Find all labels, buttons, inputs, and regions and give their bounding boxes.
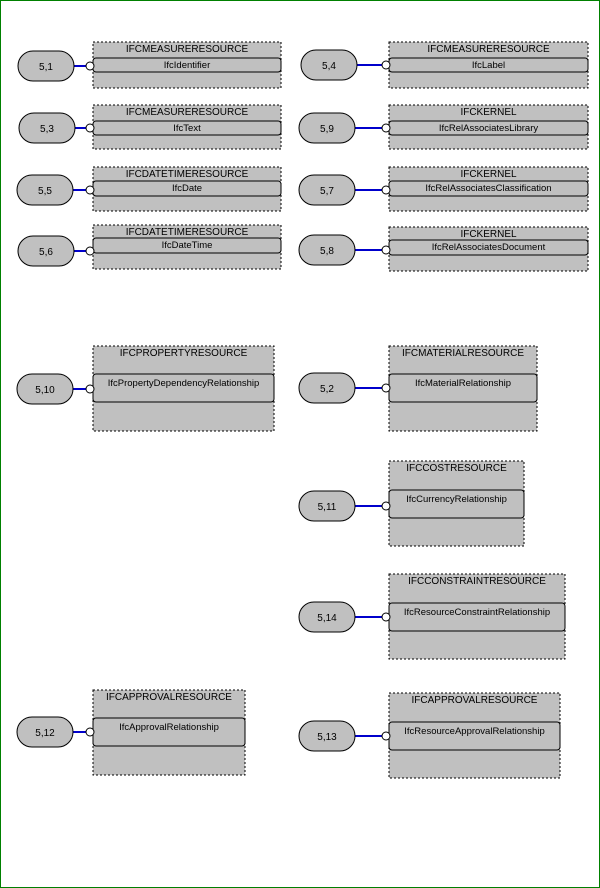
page-ref-pill[interactable] <box>298 112 356 144</box>
page-ref-label: 5,9 <box>320 124 334 135</box>
connector-circle <box>381 123 391 133</box>
page-ref-pill[interactable] <box>17 235 75 267</box>
page-ref-pill[interactable] <box>298 720 356 752</box>
page-ref-label: 5,11 <box>318 502 337 513</box>
page-ref-label: 5,3 <box>40 124 54 135</box>
entity-name: IfcResourceConstraintRelationship <box>404 607 550 618</box>
entity-name: IfcCurrencyRelationship <box>406 494 507 505</box>
schema-title: IFCKERNEL <box>460 169 517 180</box>
page-ref-pill[interactable] <box>18 112 76 144</box>
node-group[interactable]: IFCAPPROVALRESOURCE IfcResourceApprovalRe… <box>298 692 561 779</box>
entity-name: IfcText <box>173 123 201 134</box>
connector-circle <box>381 731 391 741</box>
connector-circle <box>85 384 95 394</box>
node-group[interactable]: IFCMEASURERESOURCE IfcLabel 5,4 <box>300 41 589 89</box>
page-ref-pill[interactable] <box>17 50 75 82</box>
schema-title: IFCDATETIMERESOURCE <box>126 169 249 180</box>
node-group[interactable]: IFCDATETIMERESOURCE IfcDateTime 5,6 <box>17 224 282 270</box>
page-ref-label: 5,4 <box>322 61 336 72</box>
page-ref-label: 5,14 <box>317 613 337 624</box>
nodes-layer: IFCMEASURERESOURCEIfcIdentifier5,1IFCMEA… <box>16 41 589 779</box>
entity-name: IfcApprovalRelationship <box>119 722 219 733</box>
connector-circle <box>381 245 391 255</box>
schema-title: IFCPROPERTYRESOURCE <box>120 348 248 359</box>
page-ref-pill[interactable] <box>16 373 74 405</box>
entity-name: IfcRelAssociatesClassification <box>425 183 551 194</box>
node-group[interactable]: IFCDATETIMERESOURCE IfcDate 5,5 <box>16 166 282 212</box>
connector-circle <box>381 185 391 195</box>
entity-name: IfcResourceApprovalRelationship <box>404 726 544 737</box>
page-ref-label: 5,6 <box>39 247 53 258</box>
page-ref-label: 5,2 <box>320 384 334 395</box>
schema-title: IFCDATETIMERESOURCE <box>126 227 249 238</box>
entity-name: IfcPropertyDependencyRelationship <box>108 378 260 389</box>
page-ref-label: 5,13 <box>317 732 337 743</box>
entity-name: IfcDateTime <box>162 240 213 251</box>
node-group[interactable]: IFCKERNEL IfcRelAssociatesLibrary 5,9 <box>298 104 589 150</box>
node-group[interactable]: IFCAPPROVALRESOURCE IfcApprovalRelationsh… <box>16 689 246 776</box>
entity-band[interactable] <box>92 237 282 254</box>
node-group[interactable]: IFCKERNEL IfcRelAssociatesClassification 5… <box>298 166 589 212</box>
page-ref-pill[interactable] <box>298 372 356 404</box>
page-ref-pill[interactable] <box>298 234 356 266</box>
connector-circle <box>85 123 95 133</box>
schema-title: IFCMEASURERESOURCE <box>427 44 550 55</box>
schema-title: IFCAPPROVALRESOURCE <box>106 692 232 703</box>
page-ref-pill[interactable] <box>298 601 356 633</box>
page-ref-label: 5,7 <box>320 186 334 197</box>
schema-title: IFCKERNEL <box>460 229 517 240</box>
node-group[interactable]: IFCMATERIALRESOURCE IfcMaterialRelationsh… <box>298 345 538 432</box>
page-ref-label: 5,12 <box>35 728 55 739</box>
schema-title: IFCMATERIALRESOURCE <box>402 348 524 359</box>
entity-name: IfcRelAssociatesLibrary <box>439 123 539 134</box>
connector-circle <box>381 383 391 393</box>
page-ref-pill[interactable] <box>16 174 74 206</box>
entity-name: IfcMaterialRelationship <box>415 378 511 389</box>
node-group[interactable]: IFCCONSTRAINTRESOURCE IfcResourceConstrai… <box>298 573 566 660</box>
schema-title: IFCMEASURERESOURCE <box>126 44 249 55</box>
schema-title: IFCCOSTRESOURCE <box>406 463 507 474</box>
page-ref-pill[interactable] <box>298 174 356 206</box>
schema-title: IFCCONSTRAINTRESOURCE <box>408 576 546 587</box>
page-ref-pill[interactable] <box>16 716 74 748</box>
page-ref-label: 5,8 <box>320 246 334 257</box>
page-ref-label: 5,1 <box>39 62 53 73</box>
schema-title: IFCKERNEL <box>460 107 517 118</box>
connector-circle <box>85 61 95 71</box>
connector-circle <box>381 501 391 511</box>
connector-circle <box>85 185 95 195</box>
page-ref-pill[interactable] <box>298 490 356 522</box>
node-group[interactable]: IFCKERNEL IfcRelAssociatesDocument 5,8 <box>298 226 589 272</box>
connector-circle <box>85 246 95 256</box>
node-group[interactable]: IFCMEASURERESOURCE IfcText 5,3 <box>18 104 282 150</box>
node-group[interactable]: IFCMEASURERESOURCE IfcIdentifier 5,1 <box>17 41 282 89</box>
connector-circle <box>381 612 391 622</box>
page-ref-label: 5,5 <box>38 186 52 197</box>
entity-name: IfcIdentifier <box>164 60 210 71</box>
page-ref-pill[interactable] <box>300 49 358 81</box>
schema-title: IFCMEASURERESOURCE <box>126 107 249 118</box>
schema-title: IFCAPPROVALRESOURCE <box>412 695 538 706</box>
entity-name: IfcRelAssociatesDocument <box>432 242 546 253</box>
page-ref-label: 5,10 <box>35 385 55 396</box>
connector-circle <box>381 60 391 70</box>
node-group[interactable]: IFCCOSTRESOURCE IfcCurrencyRelationship 5,… <box>298 460 525 547</box>
node-group[interactable]: IFCPROPERTYRESOURCE IfcPropertyDependency… <box>16 345 275 432</box>
entity-name: IfcLabel <box>472 60 505 71</box>
entity-name: IfcDate <box>172 183 202 194</box>
connector-circle <box>85 727 95 737</box>
